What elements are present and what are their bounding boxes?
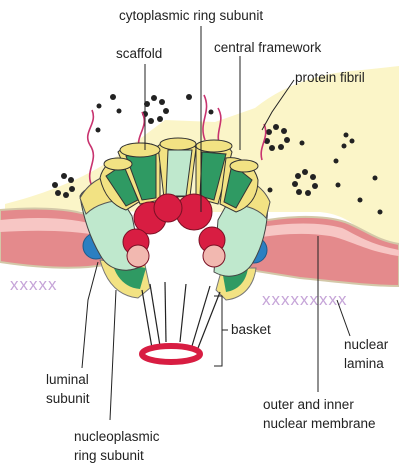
label-luminal-subunit-1: luminal [46,372,89,387]
label-luminal-subunit-2: subunit [46,391,90,406]
label-nuclear-lamina-2: lamina [344,356,384,371]
lamina-right-marks: xxxxxxxxx [262,290,348,309]
label-outer-inner-membrane-1: outer and inner [263,397,354,412]
label-cytoplasmic-ring-subunit: cytoplasmic ring subunit [119,8,263,23]
lamina-left-marks: xxxxx [10,275,58,294]
label-central-framework: central framework [214,40,322,55]
label-outer-inner-membrane-2: nuclear membrane [263,416,376,431]
label-protein-fibril: protein fibril [295,70,365,85]
label-nucleoplasmic-ring-1: nucleoplasmic [74,429,160,444]
label-basket: basket [231,322,271,337]
label-nucleoplasmic-ring-2: ring subunit [74,448,144,463]
basket [142,282,220,362]
label-nuclear-lamina-1: nuclear [344,337,389,352]
basket-ring [142,346,200,362]
label-scaffold: scaffold [116,46,162,61]
